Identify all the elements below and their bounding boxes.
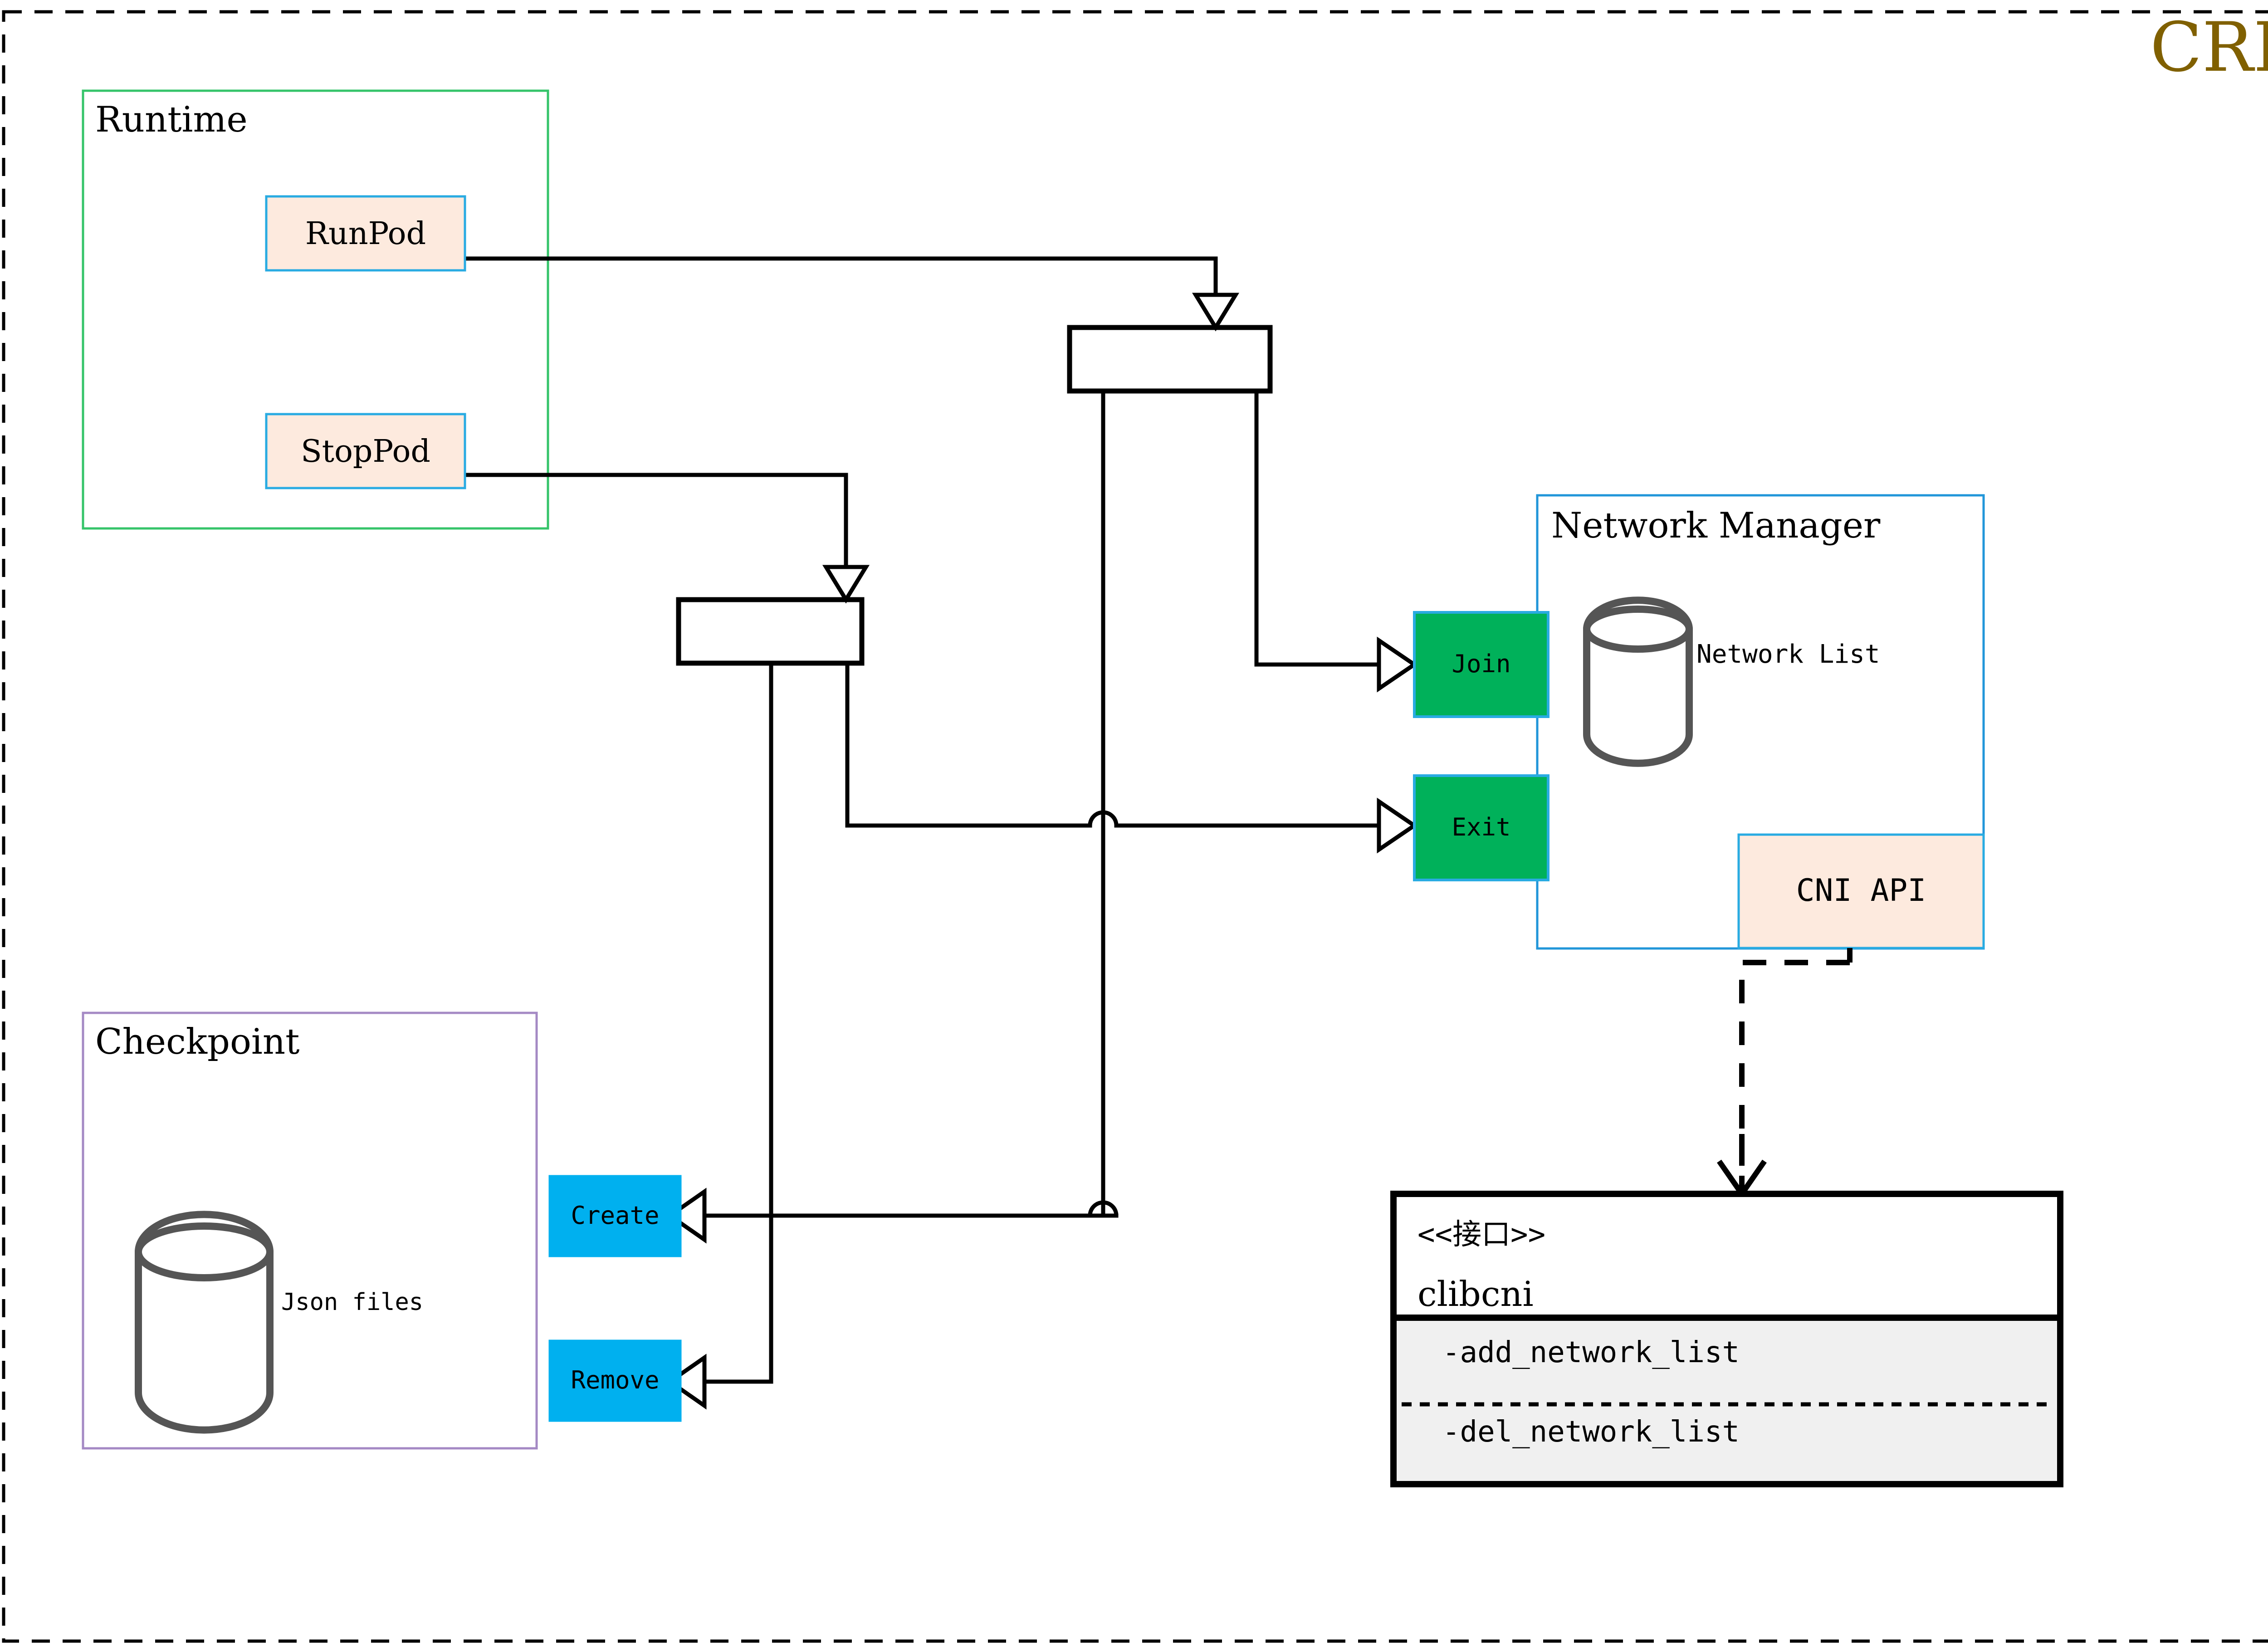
line-hop-exit-crossing: [1088, 810, 1119, 828]
line-hop-create-crossing: [1088, 1200, 1119, 1218]
arrowhead-into-create: [666, 1188, 707, 1244]
op-label-runpod[interactable]: RunPod: [305, 216, 426, 252]
fork-bar-bottom: [676, 597, 865, 666]
group-label-network-manager: Network Manager: [1551, 505, 1881, 546]
cylinder-icon-json: [135, 1211, 274, 1434]
op-box-cni-api: [1737, 833, 1985, 949]
op-box-remove: [548, 1339, 682, 1422]
op-label-exit[interactable]: Exit: [1452, 813, 1511, 841]
op-label-join[interactable]: Join: [1452, 650, 1511, 678]
arrowhead-into-fork-top: [1192, 293, 1240, 332]
arrowhead-into-exit: [1377, 797, 1418, 854]
op-box-runpod: [265, 195, 466, 272]
interface-stereotype: <<接口>>: [1418, 1218, 1546, 1251]
page-title: CRI: [2150, 8, 2268, 87]
op-label-stoppod[interactable]: StopPod: [301, 434, 430, 469]
op-label-create[interactable]: Create: [571, 1201, 660, 1230]
interface-operations-compartment: [1397, 1318, 2057, 1481]
interface-operation-del: -del_network_list: [1442, 1415, 1740, 1449]
op-box-create: [548, 1175, 682, 1257]
group-label-runtime: Runtime: [95, 99, 248, 140]
line-cniapi-to-clibcni: [1739, 960, 1850, 1166]
op-label-remove[interactable]: Remove: [571, 1366, 660, 1394]
arrowhead-into-fork-bottom: [822, 565, 870, 604]
arrowhead-into-remove: [666, 1354, 707, 1410]
op-box-exit: [1413, 774, 1549, 881]
arrowhead-into-join: [1377, 636, 1418, 693]
interface-name: clibcni: [1418, 1274, 1534, 1314]
interface-operation-add: -add_network_list: [1442, 1336, 1740, 1369]
fork-bar-top: [1067, 325, 1273, 394]
outer-frame: [2, 10, 2268, 1643]
cylinder-icon-network-list: [1583, 596, 1693, 767]
op-box-stoppod: [265, 413, 466, 489]
op-label-cni-api[interactable]: CNI API: [1796, 873, 1926, 909]
store-label-network-list: Network List: [1696, 640, 1880, 669]
store-label-json-files: Json files: [281, 1289, 424, 1316]
op-box-join: [1413, 611, 1549, 718]
group-label-checkpoint: Checkpoint: [95, 1021, 300, 1062]
